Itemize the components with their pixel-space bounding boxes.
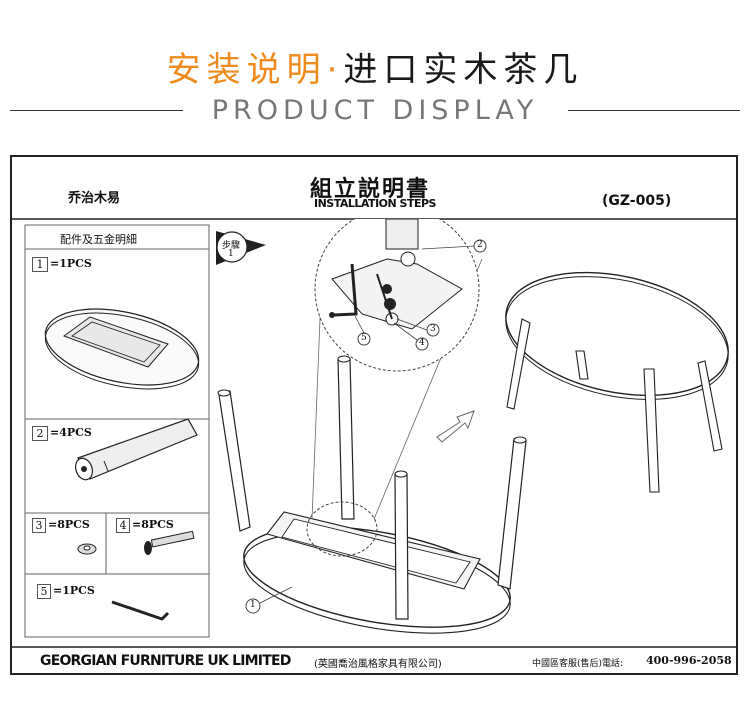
part-4-number: 4 [116, 518, 130, 533]
title-orange: 安装说明· [166, 50, 344, 90]
callout-4: 4 [419, 338, 425, 348]
parts-illustrations [44, 308, 200, 621]
instruction-sheet: 乔治木易 組立説明書 INSTALLATION STEPS (GZ-005) 配… [10, 155, 738, 675]
brand-name: 乔治木易 [68, 191, 121, 206]
washer-part-icon [77, 543, 97, 555]
footer-company-cn: (英國喬治風格家具有限公司) [314, 659, 442, 670]
title-dark: 进口实木茶几 [343, 50, 584, 90]
footer-phone: 400-996-2058 [646, 654, 732, 667]
callout-1: 1 [250, 600, 256, 610]
sheet-title-en: INSTALLATION STEPS [314, 197, 436, 210]
model-number: (GZ-005) [602, 193, 672, 209]
allen-key-part-icon [111, 600, 170, 621]
callout-2: 2 [477, 240, 483, 250]
page-title: 安装说明·进口实木茶几 [0, 42, 750, 91]
part-2-number: 2 [32, 426, 48, 441]
leg-part-icon [74, 418, 198, 481]
header-divider-left [10, 110, 183, 111]
header-divider-right [568, 110, 740, 111]
part-1-qty: =1PCS [50, 257, 92, 270]
part-3-qty: =8PCS [48, 518, 90, 531]
part-1-number: 1 [32, 257, 48, 272]
footer-service-label: 中國區客服(售后)電話: [532, 659, 624, 669]
footer-company: GEORGIAN FURNITURE UK LIMITED [40, 653, 291, 669]
part-5-number: 5 [37, 584, 51, 599]
page-subtitle: PRODUCT DISPLAY [211, 95, 539, 126]
part-4-qty: =8PCS [132, 518, 174, 531]
step-number: 1 [228, 249, 234, 259]
tabletop-part-icon [44, 308, 200, 390]
bolt-part-icon [144, 530, 195, 555]
callout-5: 5 [361, 333, 367, 343]
step-label: 步驟 [222, 241, 241, 251]
part-3-number: 3 [32, 518, 46, 533]
part-2-qty: =4PCS [50, 426, 92, 439]
step-badge [216, 231, 266, 265]
sheet-title-cn: 組立説明書 [310, 177, 431, 202]
callout-3: 3 [430, 324, 436, 334]
assembly-drawing [217, 219, 729, 634]
parts-list-title: 配件及五金明細 [60, 233, 137, 246]
part-5-qty: =1PCS [53, 584, 95, 597]
